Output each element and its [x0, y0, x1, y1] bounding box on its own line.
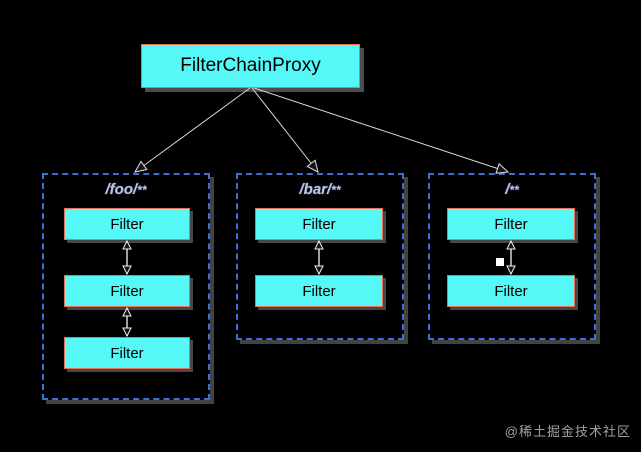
filter-chain-proxy-label: FilterChainProxy — [180, 55, 321, 76]
chain-pattern-base: /foo/ — [105, 181, 138, 198]
filter-node[interactable]: Filter — [64, 208, 190, 240]
watermark: @稀土掘金技术社区 — [504, 424, 631, 439]
render-artifact-square — [496, 258, 504, 266]
filter-node[interactable]: Filter — [255, 208, 383, 240]
filter-node[interactable]: Filter — [255, 275, 383, 307]
proxy-to-chain-edge — [253, 87, 509, 173]
chain-pattern-wildcard: ** — [331, 183, 341, 197]
proxy-to-chain-edge — [251, 87, 319, 173]
filter-node-label: Filter — [110, 344, 144, 362]
filter-node[interactable]: Filter — [64, 275, 190, 307]
chain-pattern-label: /foo/** — [44, 181, 208, 198]
filter-node-label: Filter — [110, 282, 144, 300]
filter-node-label: Filter — [302, 282, 336, 300]
proxy-to-chain-edge — [134, 87, 251, 173]
chain-pattern-label: /** — [430, 181, 594, 198]
filter-node[interactable]: Filter — [64, 337, 190, 369]
filter-node-label: Filter — [494, 282, 528, 300]
chain-pattern-base: / — [505, 181, 510, 198]
filter-node-label: Filter — [302, 215, 336, 233]
chain-pattern-wildcard: ** — [509, 183, 519, 197]
filter-node-label: Filter — [110, 215, 144, 233]
filter-chain-proxy-node[interactable]: FilterChainProxy — [141, 44, 360, 88]
chain-pattern-wildcard: ** — [137, 183, 147, 197]
security-filter-chain-group[interactable]: /bar/** — [236, 173, 404, 340]
chain-pattern-label: /bar/** — [238, 181, 402, 198]
filter-node[interactable]: Filter — [447, 208, 575, 240]
filter-node-label: Filter — [494, 215, 528, 233]
chain-pattern-base: /bar/ — [299, 181, 332, 198]
security-filter-chain-group[interactable]: /** — [428, 173, 596, 340]
root-edges — [134, 87, 510, 174]
filter-node[interactable]: Filter — [447, 275, 575, 307]
